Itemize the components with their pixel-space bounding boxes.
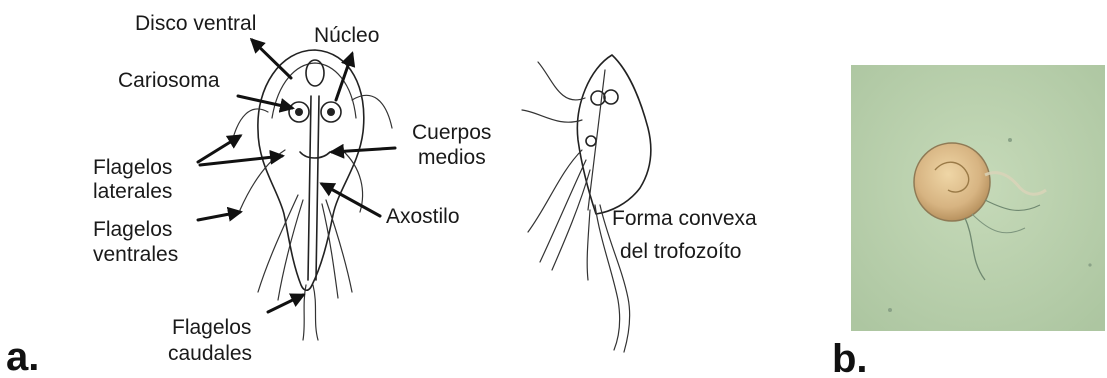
- lateral-nucleus-2: [604, 90, 618, 104]
- label-flagelos-caudales-2: caudales: [168, 342, 252, 365]
- cariosoma-right: [327, 108, 335, 116]
- arrow-cariosoma: [238, 96, 292, 108]
- lateral-flagellum-b: [522, 110, 582, 122]
- labels: Disco ventral Núcleo Cariosoma Flagelos …: [6, 12, 868, 378]
- panel-label-b: b.: [832, 337, 868, 378]
- apical-oval: [306, 60, 324, 86]
- ventral-flagellum-1: [258, 195, 298, 292]
- axostyle-right: [316, 96, 319, 280]
- arrow-disco-ventral: [252, 40, 291, 78]
- label-cariosoma: Cariosoma: [118, 69, 220, 92]
- label-forma-convexa-2: del trofozoíto: [620, 240, 741, 263]
- lateral-trophozoite-body: [577, 55, 650, 214]
- label-cuerpos-medios-2: medios: [418, 146, 486, 169]
- lateral-nucleus-1: [591, 91, 605, 105]
- median-bodies: [300, 152, 330, 158]
- micrograph-panel: [851, 65, 1105, 331]
- anterior-flagellum-right: [352, 95, 392, 128]
- cariosoma-left: [295, 108, 303, 116]
- micrograph-particle-2: [888, 308, 892, 312]
- arrow-flagelos-caudales: [268, 295, 303, 312]
- label-flagelos-ventrales-2: ventrales: [93, 243, 178, 266]
- micrograph-particle-3: [1088, 263, 1091, 266]
- arrow-flagelos-ventrales: [198, 212, 240, 220]
- arrow-cuerpos-medios: [332, 148, 395, 152]
- lateral-flagellum-right: [342, 150, 363, 212]
- lateral-trophozoite: [522, 55, 651, 352]
- label-forma-convexa-1: Forma convexa: [612, 207, 757, 230]
- label-flagelos-ventrales-1: Flagelos: [93, 218, 172, 241]
- label-axostilo: Axostilo: [386, 205, 460, 228]
- label-flagelos-caudales-1: Flagelos: [172, 316, 251, 339]
- arrow-flagelos-laterales-1: [198, 136, 240, 162]
- caudal-flagellum-1: [303, 285, 306, 340]
- label-disco-ventral: Disco ventral: [135, 12, 256, 35]
- trophozoite-body: [258, 50, 364, 290]
- lateral-flagellum-c: [528, 150, 582, 232]
- panel-label-a: a.: [6, 335, 39, 378]
- ventral-trophozoite: [232, 50, 392, 340]
- lateral-flagellum-a: [538, 62, 585, 100]
- axostyle-left: [308, 96, 311, 280]
- label-flagelos-laterales-2: laterales: [93, 180, 172, 203]
- caudal-flagellum-2: [313, 285, 318, 340]
- lateral-median-body: [586, 136, 596, 146]
- lateral-flagellum-e: [552, 170, 590, 270]
- arrow-axostilo: [322, 184, 380, 216]
- label-nucleo: Núcleo: [314, 24, 379, 47]
- lateral-flagellum-h: [587, 210, 590, 280]
- micrograph-particle-1: [1008, 138, 1012, 142]
- label-flagelos-laterales-1: Flagelos: [93, 156, 172, 179]
- micrograph-cell: [914, 143, 990, 221]
- label-cuerpos-medios-1: Cuerpos: [412, 121, 491, 144]
